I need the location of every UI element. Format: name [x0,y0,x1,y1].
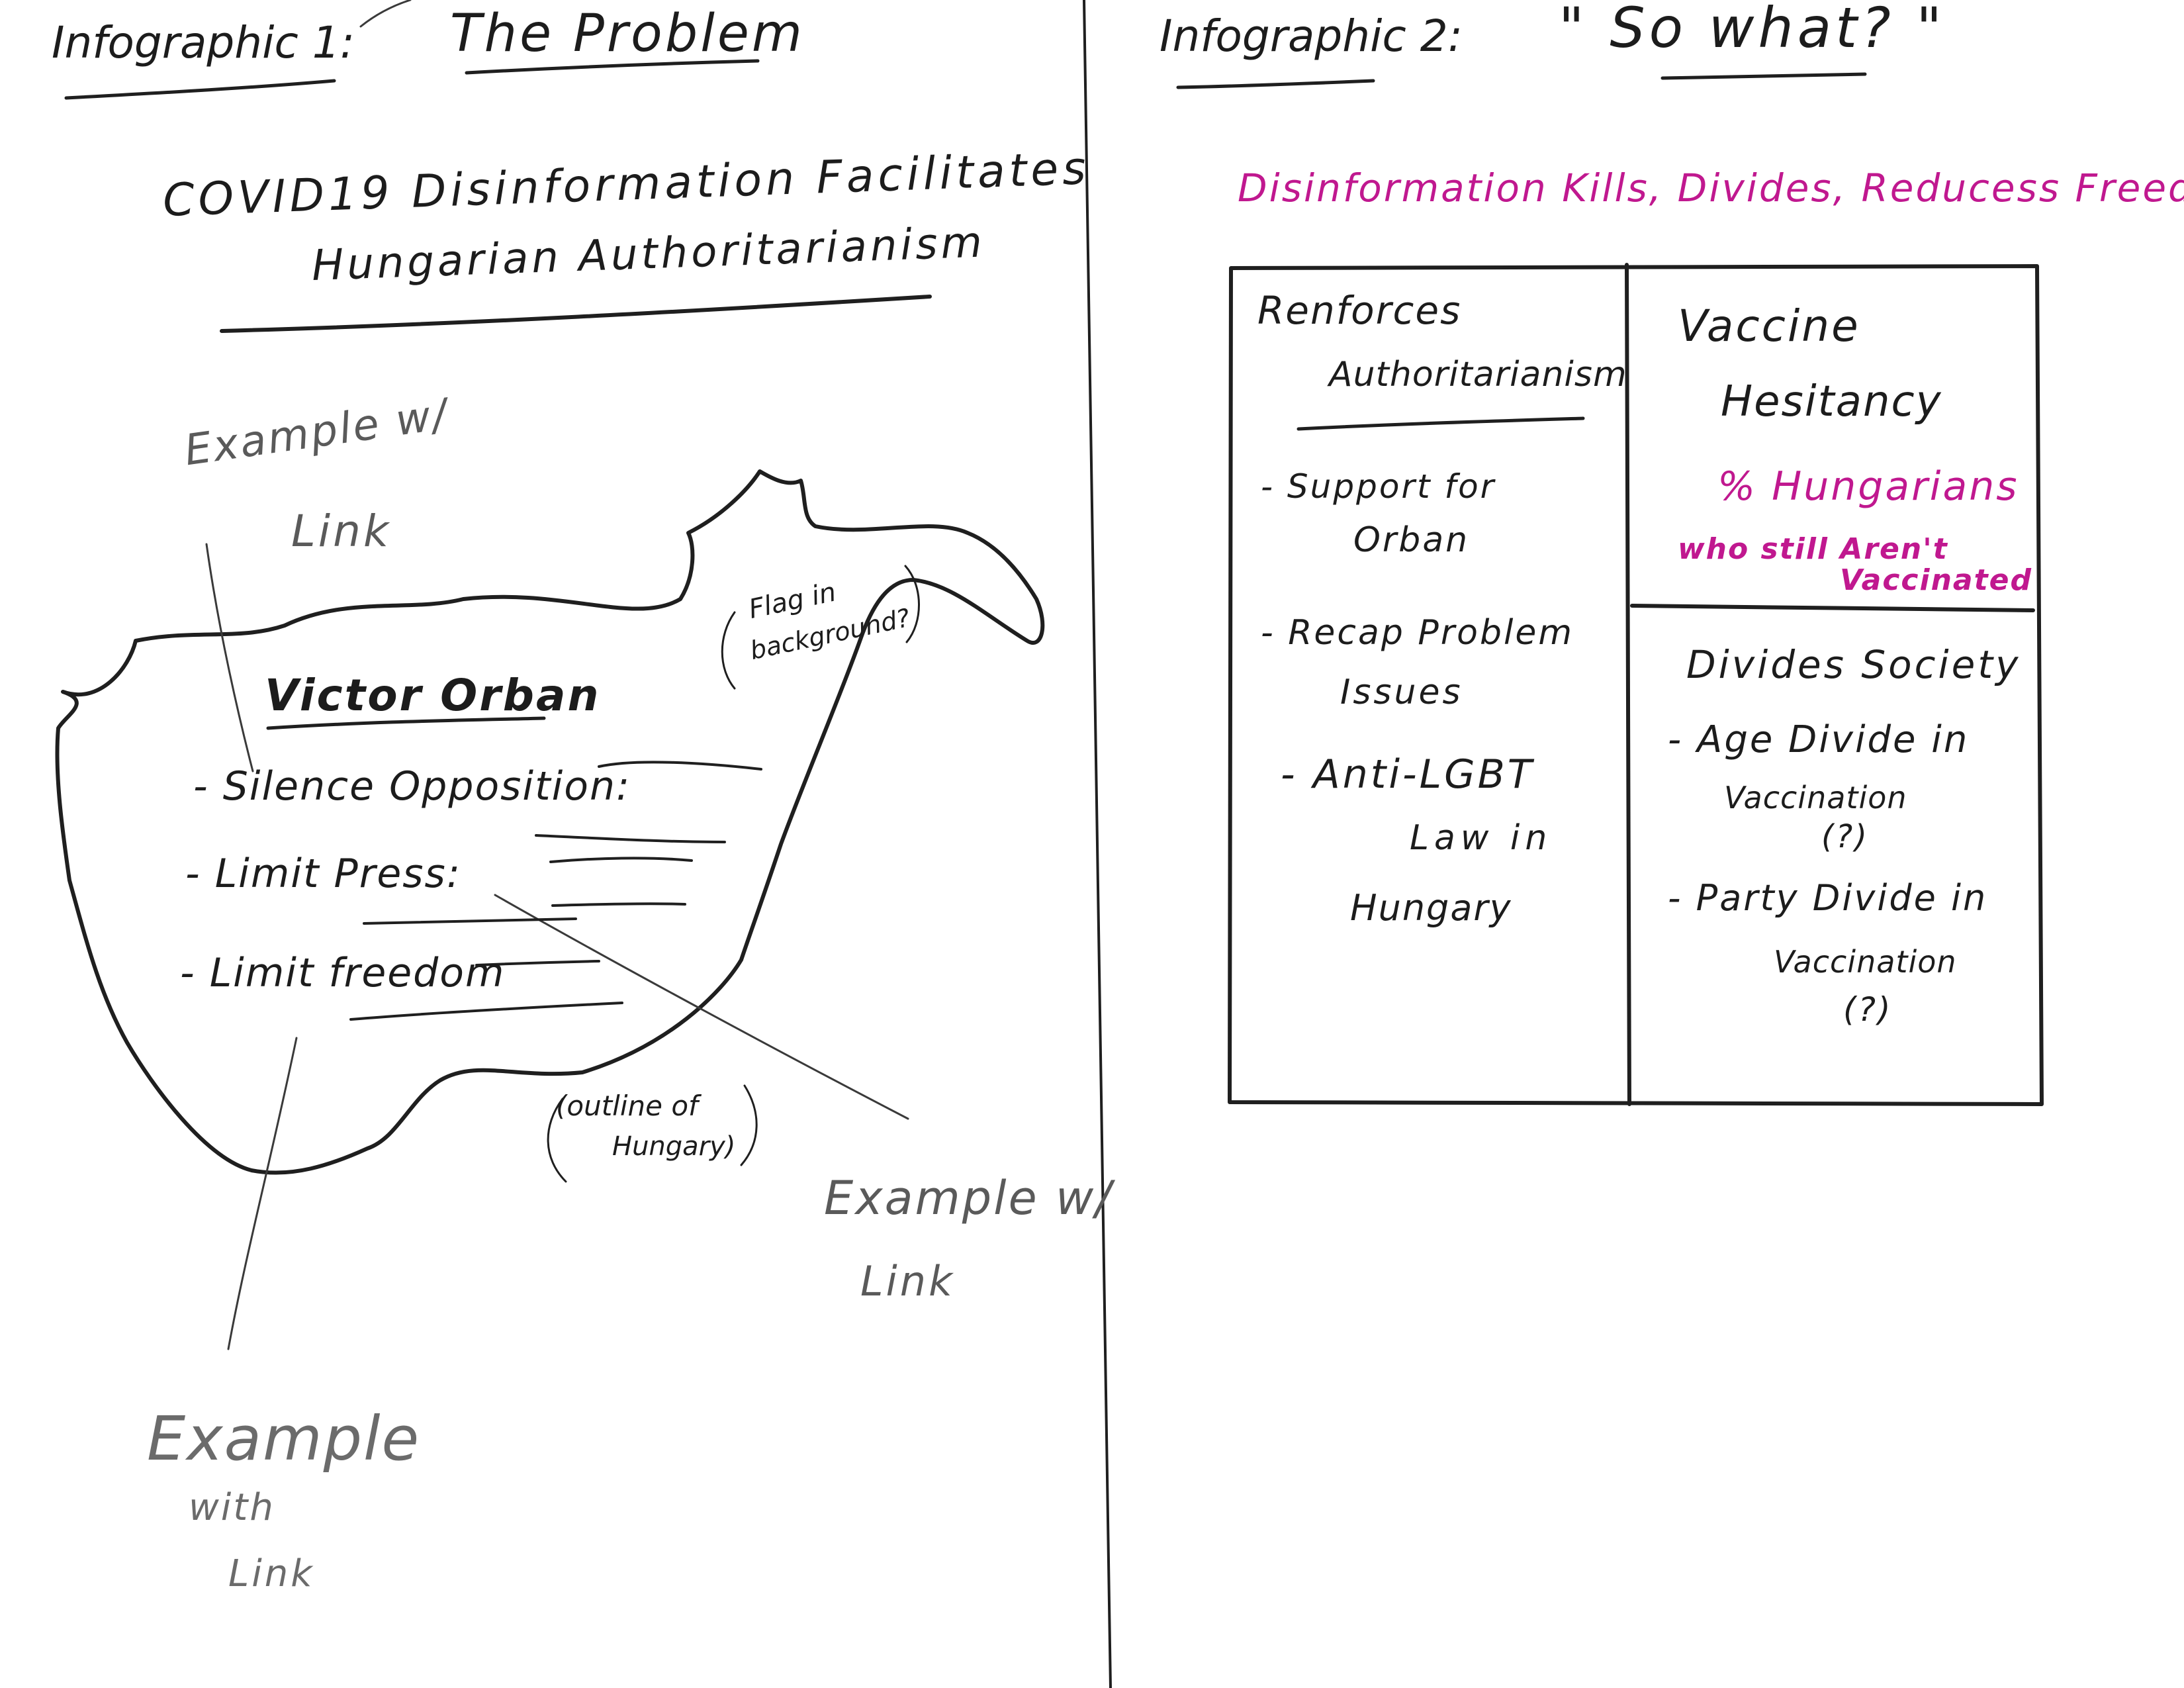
box3-item-1-line-1: - Age Divide in [1668,718,1970,761]
box3-item-1-line-3: (?) [1821,818,1869,855]
scribble-top [359,0,412,28]
underline-left-title [220,295,932,333]
underline-infographic-1 [64,79,336,100]
box1-item-3-line-3: Hungary [1350,887,1512,929]
underline-so-what [1661,72,1867,80]
outline-note-paren-left [547,1098,567,1183]
bullet-silence-opposition: - Silence Opposition: [193,763,631,810]
infographic-2-heading: " So what? " [1559,0,1946,60]
box3-title: Divides Society [1686,642,2021,687]
box3-item-2-line-1: - Party Divide in [1668,877,1988,919]
map-title-victor-orban: Victor Orban [265,670,601,721]
infographic-1-heading: The Problem [450,4,805,64]
infographic-1-label: Infographic 1: [52,17,355,68]
box1-item-3-line-1: - Anti-LGBT [1281,751,1535,798]
box3-item-2-line-3: (?) [1843,990,1893,1029]
example-link-right-line-2: Link [860,1257,955,1305]
blank-line-press-1 [549,857,693,863]
example-link-bottom-line-3: Link [228,1552,315,1595]
leader-line-bottom [227,1037,298,1350]
box1-item-1-line-1: - Support for [1261,467,1496,506]
underline-the-problem [465,59,760,75]
box-outer-frame [1228,264,2044,1106]
box-vertical-divider [1625,263,1631,1106]
leader-line-top [205,543,254,773]
box2-title-line-1: Vaccine [1678,301,1860,352]
example-link-bottom-line-2: with [189,1486,275,1529]
box1-item-2-line-1: - Recap Problem [1261,613,1574,653]
blank-line-silence-1 [598,761,762,771]
underline-victor-orban [266,716,546,730]
box1-title-line-2: Authoritarianism [1329,355,1627,395]
infographic-2-label: Infographic 2: [1160,11,1463,62]
bullet-limit-freedom: - Limit freedom [180,950,506,996]
box1-item-2-line-2: Issues [1340,673,1463,712]
box2-title-line-2: Hesitancy [1721,377,1942,426]
leader-line-right [494,894,909,1120]
box1-title-line-1: Renforces [1257,288,1462,333]
bullet-limit-press: - Limit Press: [185,851,462,897]
example-link-right-line-1: Example w/ [824,1171,1113,1225]
box2-stat-line-2: who still Aren't [1678,532,1948,566]
flag-note-paren-left [721,611,736,690]
example-link-bottom-line-1: Example [147,1403,421,1474]
outline-note-paren-right [740,1084,758,1166]
underline-box1-title [1297,416,1585,431]
box2-stat-line-3: Vaccinated [1840,563,2032,597]
page-divider [1083,0,1112,1688]
example-link-top-line-2: Link [291,506,392,557]
blank-line-press-2 [551,902,686,907]
box3-item-2-line-2: Vaccination [1774,944,1957,980]
box3-item-1-line-2: Vaccination [1724,780,1907,816]
flag-note-paren-right [904,565,920,643]
outline-note-line-2: Hungary) [612,1131,736,1162]
box-horizontal-divider [1630,604,2035,612]
blank-line-silence-2 [535,834,726,843]
blank-line-freedom-3 [349,1002,623,1021]
underline-infographic-2 [1176,79,1375,89]
hungary-outline [55,469,1045,1175]
box2-stat-line-1: % Hungarians [1717,463,2019,510]
box1-item-3-line-2: Law in [1410,818,1553,858]
box1-item-1-line-2: Orban [1353,520,1470,560]
outline-note-line-1: (outline of [556,1090,698,1122]
blank-line-freedom-1 [363,917,577,925]
blank-line-freedom-2 [475,960,600,966]
right-subtitle: Disinformation Kills, Divides, Reducess … [1238,165,2184,211]
